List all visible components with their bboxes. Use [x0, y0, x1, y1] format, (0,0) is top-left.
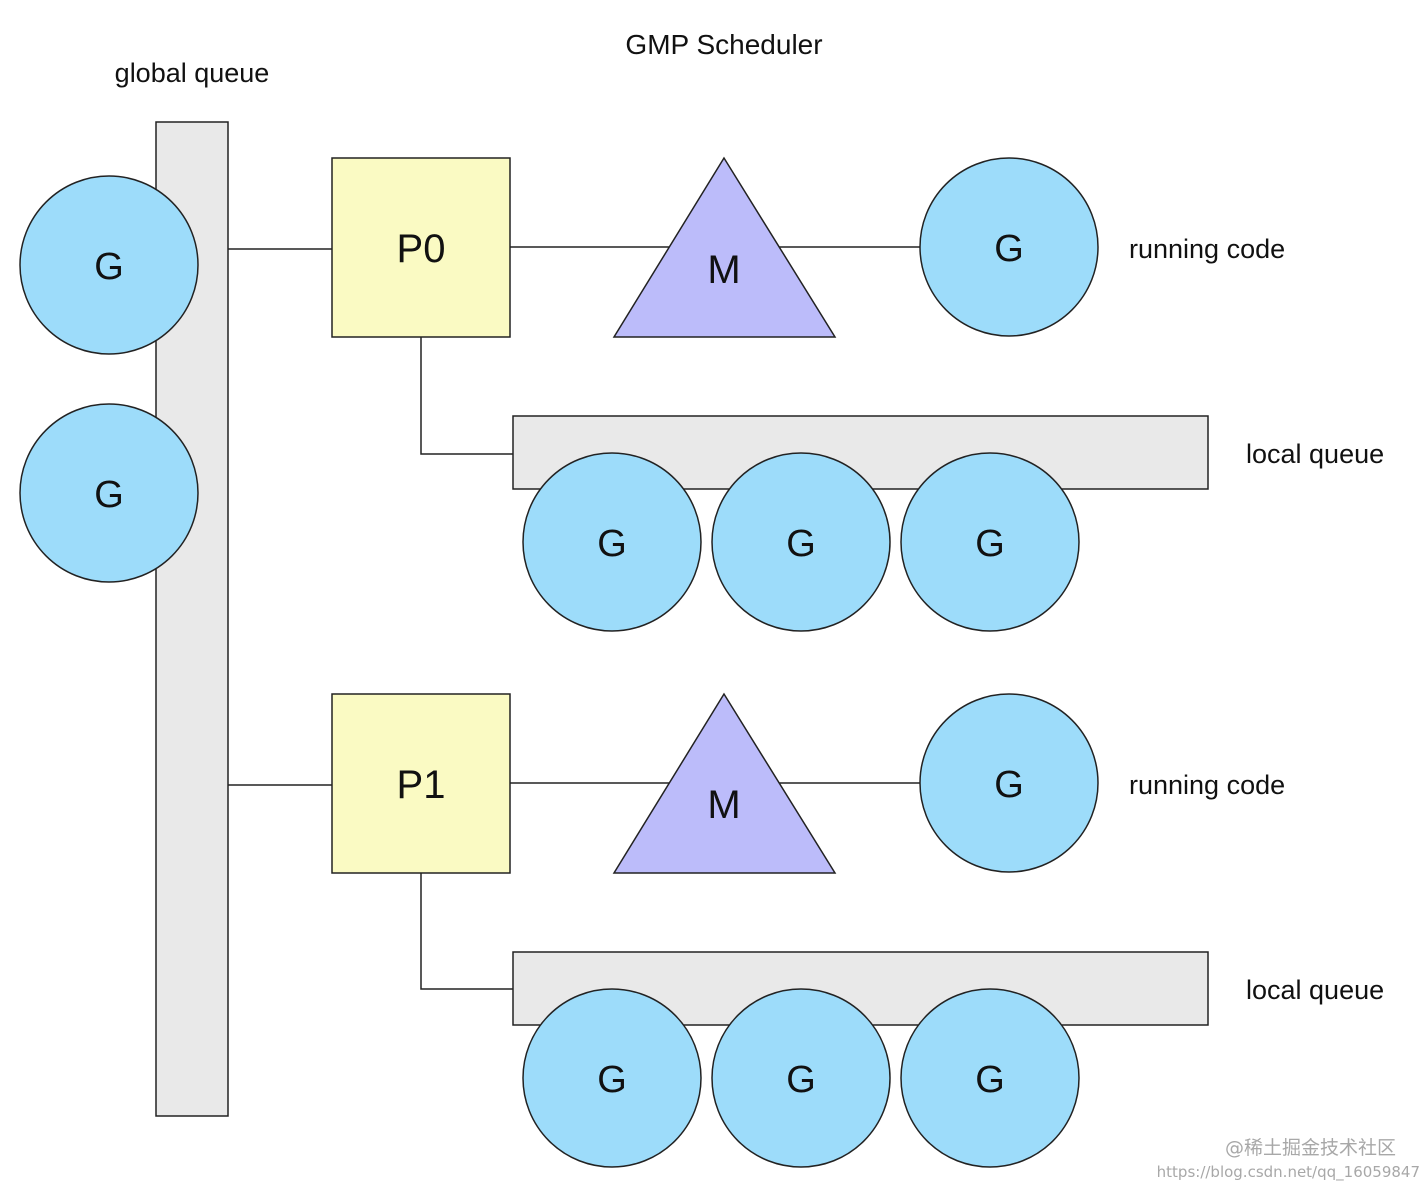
watermark-site: @稀土掘金技术社区	[1225, 1137, 1396, 1159]
local-queue-goroutine: G	[522, 452, 702, 632]
global-queue-goroutine: G	[19, 403, 199, 583]
local-queue-goroutine: G	[522, 988, 702, 1168]
local-queue-goroutine: G	[711, 452, 891, 632]
running-goroutine	[919, 693, 1099, 873]
processor-label: P0	[397, 227, 446, 271]
goroutine-label: G	[94, 474, 124, 516]
watermark-url: https://blog.csdn.net/qq_16059847	[1157, 1163, 1420, 1182]
global-queue-label: global queue	[115, 58, 270, 88]
goroutine-label: G	[975, 523, 1005, 565]
machine-label: M	[707, 783, 740, 827]
local-queue-goroutine: G	[711, 988, 891, 1168]
goroutine-label: G	[94, 246, 124, 288]
global-queue-goroutine: G	[19, 175, 199, 355]
goroutine-label: G	[994, 764, 1024, 806]
connector-p1-to-local-queue	[420, 873, 513, 990]
goroutine-label: G	[597, 1059, 627, 1101]
goroutine-label: G	[994, 228, 1024, 270]
machine-triangle	[612, 692, 837, 874]
processor-group-p1: P1 M G running code local queue G G G	[228, 692, 1384, 1168]
goroutine-label: G	[975, 1059, 1005, 1101]
local-queue-goroutine: G	[900, 452, 1080, 632]
machine-label: M	[707, 248, 740, 292]
local-queue-label: local queue	[1246, 439, 1384, 469]
goroutine-label: G	[597, 523, 627, 565]
running-code-label: running code	[1129, 234, 1285, 264]
local-queue-label: local queue	[1246, 975, 1384, 1005]
processor-group-p0: P0 M G running code local queue G G G	[228, 156, 1384, 632]
diagram-title: GMP Scheduler	[625, 29, 822, 60]
connector-p0-to-local-queue	[420, 337, 513, 455]
processor-label: P1	[397, 763, 446, 807]
goroutine-label: G	[786, 1059, 816, 1101]
goroutine-label: G	[786, 523, 816, 565]
running-code-label: running code	[1129, 770, 1285, 800]
processor-box	[331, 157, 511, 338]
machine-triangle	[612, 156, 837, 338]
local-queue-goroutine: G	[900, 988, 1080, 1168]
processor-box	[331, 693, 511, 874]
running-goroutine	[919, 157, 1099, 337]
